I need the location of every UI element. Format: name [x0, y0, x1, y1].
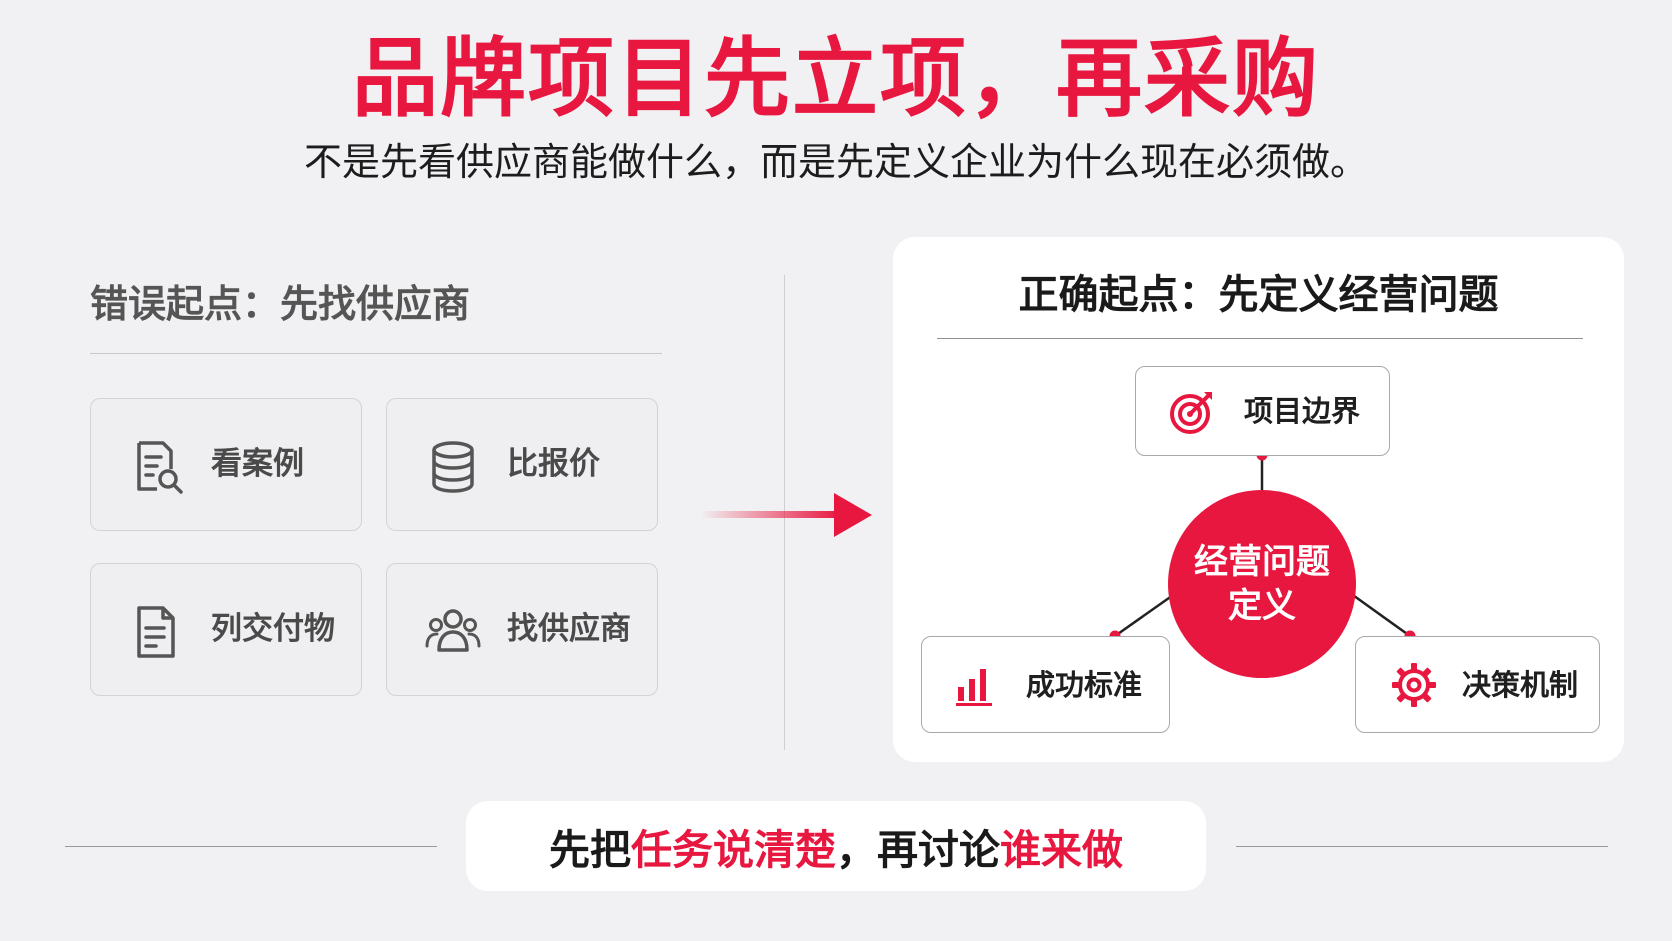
center-label-line2: 定义 — [1228, 586, 1296, 626]
right-divider — [937, 338, 1583, 339]
card-quotes: 比报价 — [386, 398, 658, 531]
card-label: 找供应商 — [507, 611, 631, 647]
document-search-icon — [137, 441, 183, 494]
card-label: 比报价 — [507, 446, 600, 482]
card-deliverables: 列交付物 — [90, 563, 362, 696]
users-icon — [425, 609, 481, 652]
page-subtitle: 不是先看供应商能做什么，而是先定义企业为什么现在必须做。 — [303, 140, 1368, 184]
document-list-icon — [137, 606, 175, 658]
node-decision-mechanism: 决策机制 — [1355, 636, 1600, 733]
node-label: 决策机制 — [1462, 668, 1579, 702]
center-label-line1: 经营问题 — [1194, 541, 1330, 582]
node-project-boundary: 项目边界 — [1135, 366, 1390, 456]
card-cases: 看案例 — [90, 398, 362, 531]
wrong-start-heading: 错误起点：先找供应商 — [90, 282, 471, 326]
banner-highlight-2: 谁来做 — [1000, 826, 1123, 874]
gear-icon — [1392, 663, 1436, 707]
card-suppliers: 找供应商 — [386, 563, 658, 696]
bottom-banner: 先把任务说清楚，再讨论谁来做 — [466, 801, 1206, 891]
node-success-criteria: 成功标准 — [921, 636, 1170, 733]
banner-text-1: 先把 — [549, 826, 631, 874]
database-icon — [432, 441, 474, 493]
banner-text-2: ，再讨论 — [836, 826, 1000, 874]
page-title: 品牌项目先立项，再采购 — [352, 29, 1320, 129]
node-label: 项目边界 — [1244, 394, 1361, 428]
bottom-left-rule — [65, 846, 437, 847]
arrow-right-icon — [700, 493, 872, 537]
card-label: 列交付物 — [211, 611, 335, 647]
center-node-business-problem: 经营问题 定义 — [1168, 490, 1356, 678]
node-label: 成功标准 — [1026, 668, 1143, 702]
correct-start-heading: 正确起点：先定义经营问题 — [1018, 272, 1499, 318]
left-divider — [90, 353, 662, 354]
target-icon — [1170, 392, 1212, 434]
bar-chart-icon — [956, 669, 992, 706]
bottom-right-rule — [1236, 846, 1608, 847]
card-label: 看案例 — [211, 446, 304, 482]
banner-highlight-1: 任务说清楚 — [631, 826, 836, 874]
